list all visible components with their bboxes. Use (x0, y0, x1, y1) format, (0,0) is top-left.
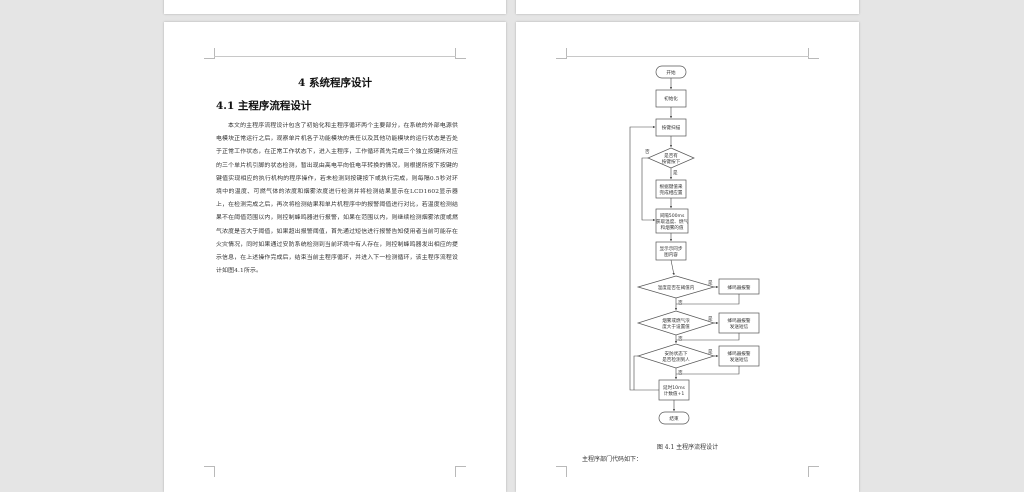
flow-measure-label-2: 获取温度、燃气 (656, 218, 689, 225)
flow-gas-action-label-1: 蜂鸣器报警 (728, 317, 751, 324)
flow-gas-label-2: 度大于设置值 (662, 323, 690, 330)
header-rule (214, 56, 456, 57)
flow-yes-label: 是 (708, 280, 713, 286)
flow-security-action-label-2: 发送短信 (730, 356, 749, 363)
flow-security-action-label-1: 蜂鸣器报警 (728, 350, 751, 357)
body-paragraph: 本文的主程序流程设计包含了初始化和主程序循环两个主要部分，在系统的外部电源供电模… (216, 123, 458, 275)
chapter-title: 4 系统程序设计 (298, 77, 372, 89)
flow-measure-label-3: 和烟雾的值 (661, 224, 684, 231)
margin-corner-mark (808, 466, 819, 477)
flow-buzzer-label: 蜂鸣器报警 (728, 284, 751, 291)
flow-temp-label: 温度是否在阈值内 (658, 284, 695, 291)
previous-page-right (516, 0, 859, 14)
margin-corner-mark (808, 48, 819, 59)
flow-init-label: 初始化 (664, 95, 678, 102)
flow-no-label: 否 (645, 149, 650, 155)
flow-measure-box (655, 208, 689, 234)
flow-delay-label-2: 计数值+1 (664, 390, 685, 397)
flow-yes-label: 是 (708, 349, 713, 355)
margin-corner-mark (455, 466, 466, 477)
flow-gas-action-label-2: 发送短信 (730, 323, 749, 330)
flow-no-label: 否 (678, 336, 683, 342)
previous-page-left (164, 0, 506, 14)
flow-no-label: 否 (678, 300, 683, 306)
flow-no-label: 否 (678, 370, 683, 376)
margin-corner-mark (556, 48, 567, 59)
flow-security-label-1: 安防状态下 (665, 350, 688, 357)
section-title: 4.1 主程序流程设计 (216, 100, 312, 112)
flow-key-label-2: 按键按下 (662, 158, 681, 165)
flow-measure-label-1: 间隔500ms (660, 212, 685, 219)
flow-scan-label: 按键扫描 (662, 124, 681, 131)
margin-corner-mark (455, 48, 466, 59)
document-page-left: 4 系统程序设计 4.1 主程序流程设计 本文的主程序流程设计包含了初始化和主程… (164, 22, 506, 492)
flow-security-label-2: 是否检测到人 (662, 356, 690, 363)
flow-display-label-1: 显示示同步 (660, 246, 683, 252)
flow-key-label-1: 是否有 (664, 152, 678, 159)
flow-keyvalue-label-1: 根据键值来 (660, 183, 683, 190)
flow-yes-label: 是 (708, 316, 713, 322)
document-page-right: 开始 初始化 按键扫描 是否有 按键按下 根据键值来 完成相应置 间隔500ms… (516, 22, 859, 492)
code-intro-text: 主程序部门代码如下： (582, 456, 643, 463)
header-rule (566, 56, 809, 57)
flow-end-label: 结束 (669, 415, 679, 422)
flow-gas-label-1: 烟雾或燃气浓 (662, 317, 690, 324)
margin-corner-mark (204, 466, 215, 477)
margin-corner-mark (204, 48, 215, 59)
margin-corner-mark (556, 466, 567, 477)
flow-end-node (658, 411, 690, 425)
flow-keyvalue-label-2: 完成相应置 (660, 189, 683, 196)
flow-yes-label: 是 (673, 170, 678, 176)
flow-start-label: 开始 (666, 69, 676, 76)
main-program-flowchart: 开始 初始化 按键扫描 是否有 按键按下 根据键值来 完成相应置 间隔500ms… (629, 65, 760, 425)
flow-delay-label-1: 延时10ms (663, 384, 686, 391)
figure-caption: 图 4.1 主程序流程设计 (656, 444, 719, 451)
flow-display-label-2: 图内容 (664, 251, 678, 258)
